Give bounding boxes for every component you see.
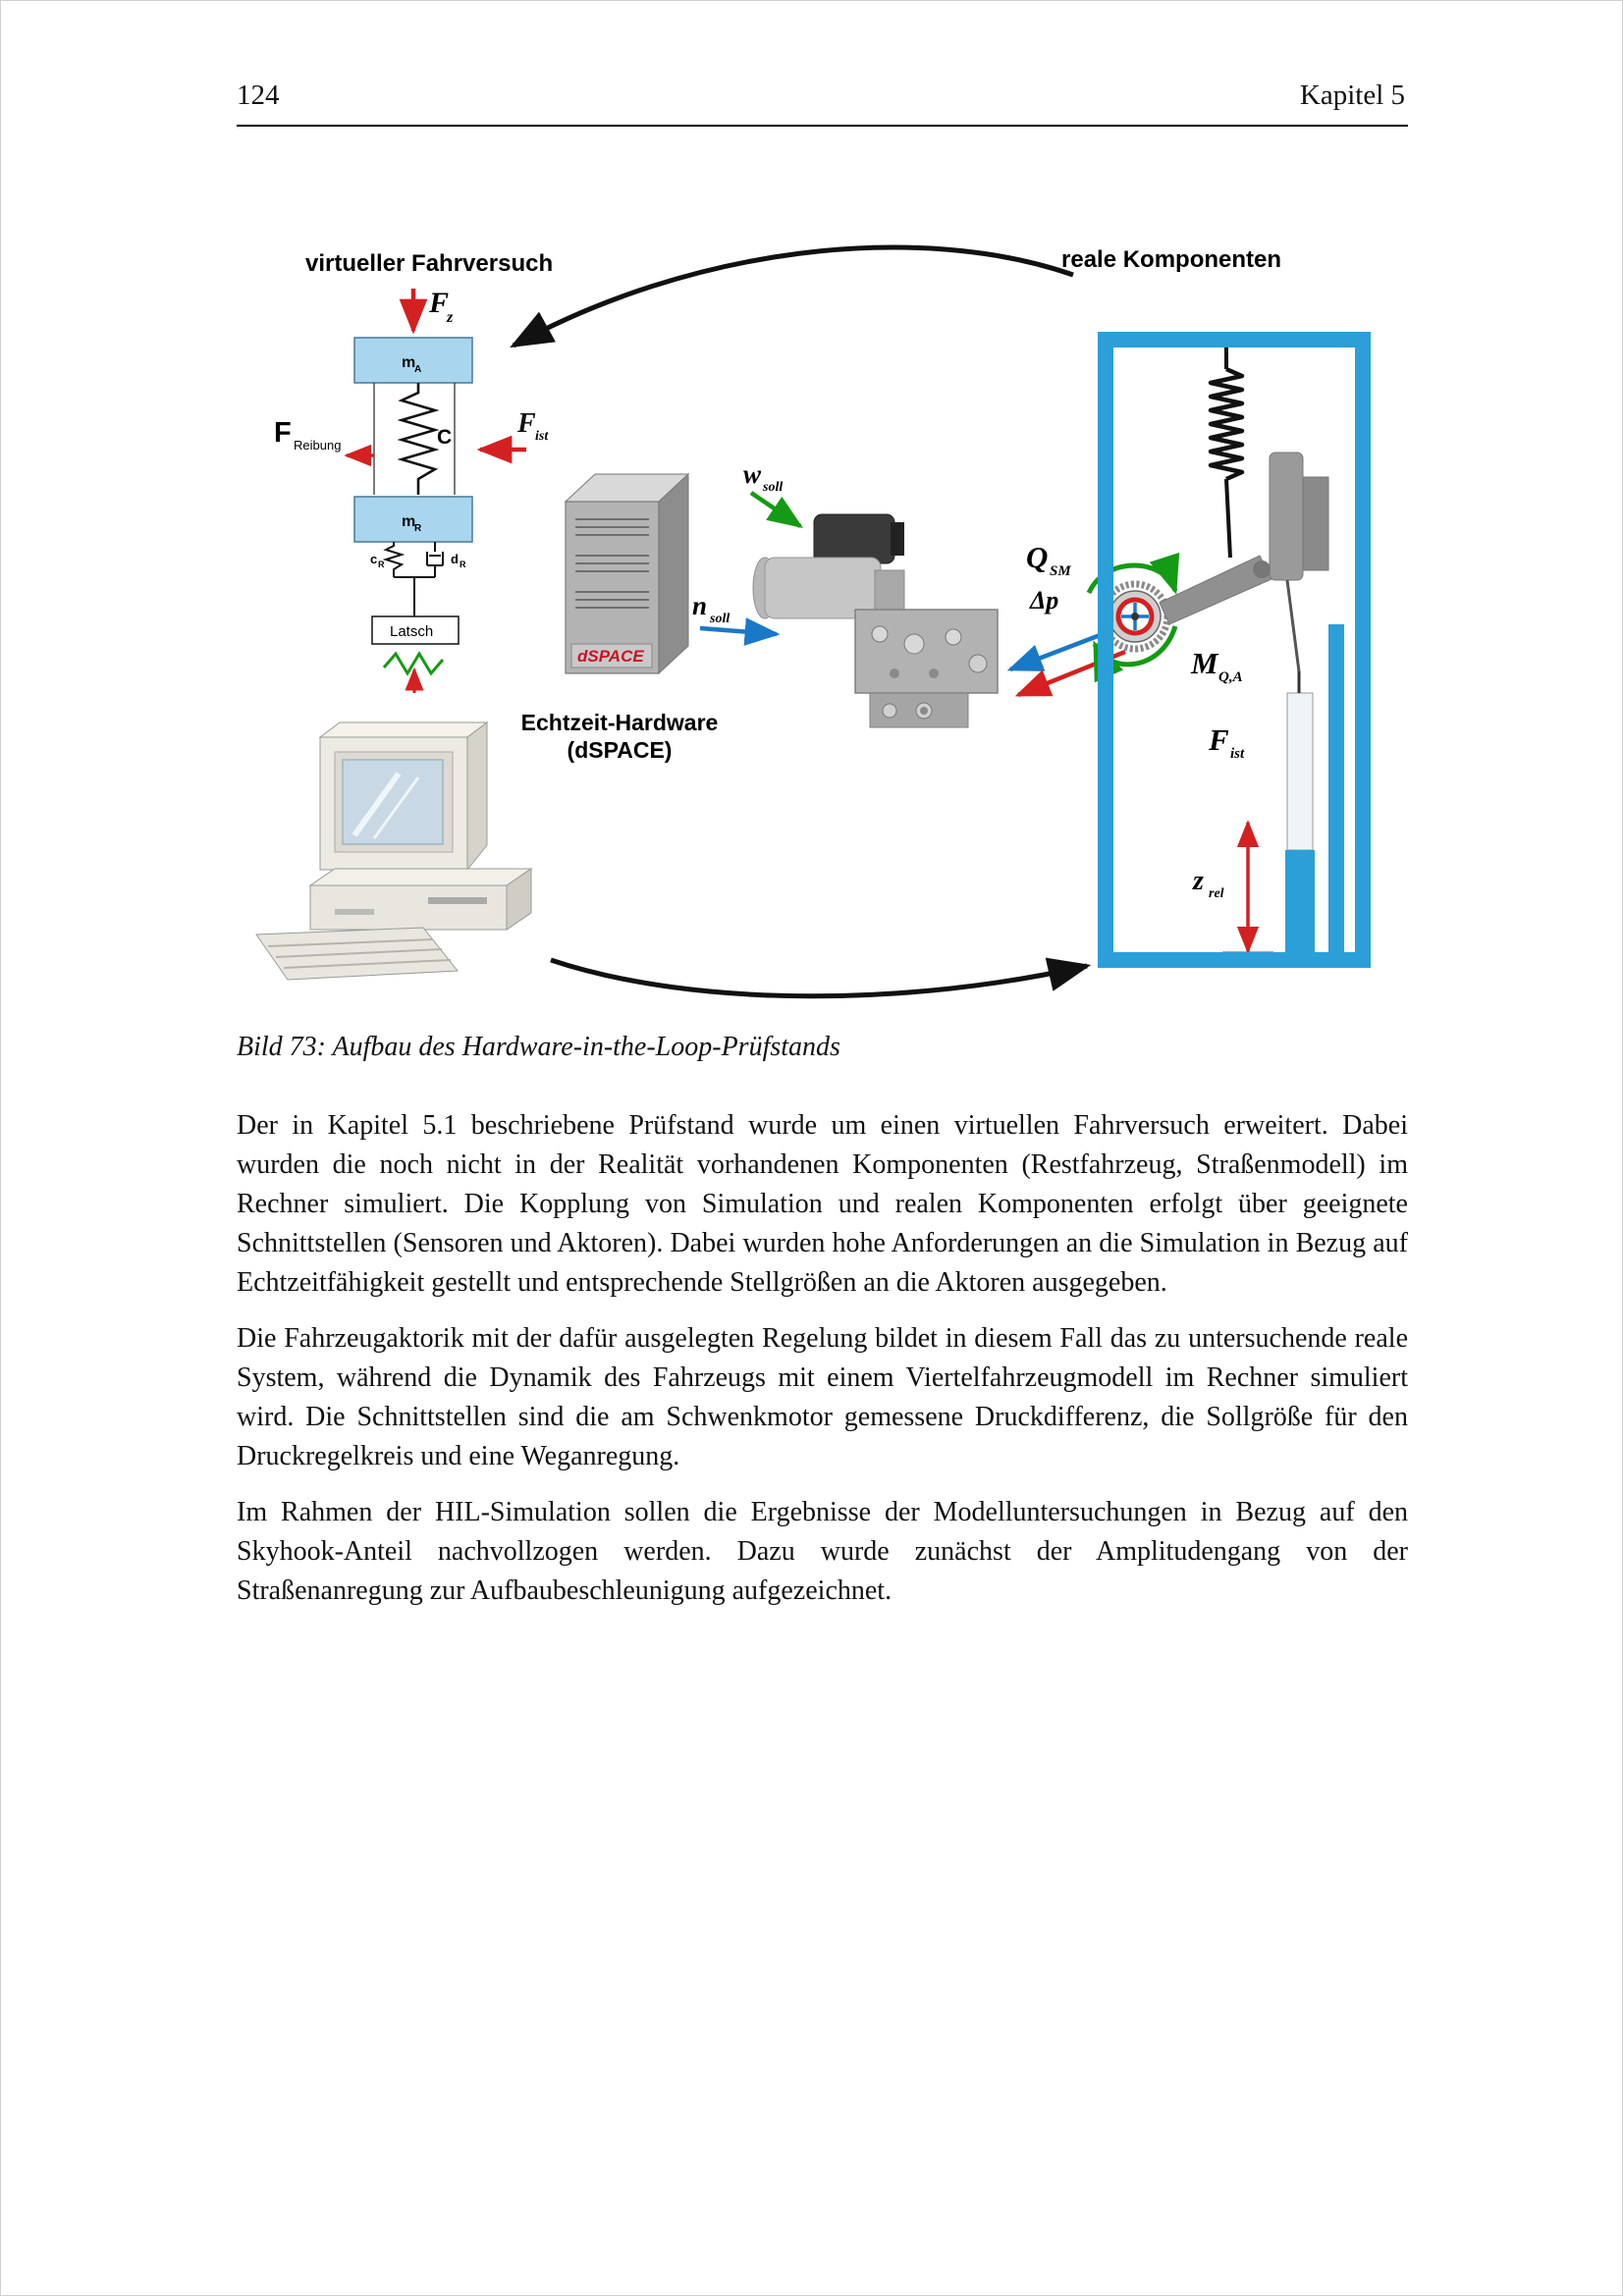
latsch-label: Latsch [390, 623, 433, 640]
fist-right-label: F [1208, 722, 1229, 757]
wheel-mass-box [353, 496, 473, 543]
spring-c-label: C [437, 426, 452, 449]
valve-manifold [854, 609, 999, 694]
zrel-label-sub: rel [1209, 886, 1224, 901]
arrow-computer-to-rig [550, 957, 1092, 999]
qsm-label: Q [1026, 540, 1048, 574]
wsoll-arrow [749, 491, 803, 529]
dr-label-sub: R [460, 560, 466, 569]
rig-coil-spring [1208, 366, 1245, 482]
mqa-label-sub: Q,A [1218, 669, 1243, 685]
damper-lower [1285, 850, 1315, 952]
spring-rod [1224, 478, 1232, 559]
freibung-label-sub: Reibung [294, 438, 341, 453]
rig-frame [1098, 332, 1371, 968]
computer-workstation [255, 721, 533, 981]
mqa-label: M [1190, 646, 1219, 680]
qsm-label-sub: SM [1050, 563, 1071, 579]
header-rule [237, 125, 1408, 127]
fist-right-label-sub: ist [1230, 746, 1245, 762]
cr-label-sub: R [378, 560, 385, 569]
desktop-case [309, 884, 508, 931]
wsoll-label: w [743, 459, 762, 489]
fz-label: F [428, 287, 449, 319]
ma-label: m [402, 354, 415, 371]
fist-left-label: F [516, 408, 536, 439]
real-components-title: reale Komponenten [1061, 246, 1281, 273]
nsoll-label-sub: soll [709, 612, 730, 626]
paragraph-3: Im Rahmen der HIL-Simulation sollen die … [237, 1497, 1408, 1606]
echtzeit-caption-line2: (dSPACE) [568, 737, 673, 763]
road-excitation-wave [382, 651, 445, 676]
chapter-label: Kapitel 5 [1299, 80, 1405, 111]
figure-caption: Bild 73: Aufbau des Hardware-in-the-Loop… [237, 1032, 840, 1062]
body-mass-box [353, 337, 473, 384]
test-rig-frame [1098, 332, 1371, 968]
tire-spring [382, 542, 406, 577]
latsch-box [371, 615, 460, 645]
nsoll-arrow [699, 617, 781, 646]
dspace-hardware: dSPACE Echtzeit-Hardware (dSPACE) [521, 472, 719, 763]
suspension-spring [397, 383, 440, 495]
coupling-arrows [510, 244, 1092, 999]
rotation-arrow-top [1086, 552, 1180, 595]
electric-motor [813, 513, 895, 564]
dspace-logo: dSPACE [577, 647, 644, 666]
lever-arm [1159, 555, 1272, 625]
nsoll-label: n [692, 591, 707, 620]
fz-label-sub: z [446, 309, 454, 326]
wsoll-label-sub: soll [762, 480, 783, 495]
rig-inner-rail [1328, 624, 1344, 952]
delta-p-label: Δp [1029, 586, 1058, 614]
fist-left-label-sub: ist [535, 429, 549, 444]
body-text: Der in Kapitel 5.1 beschriebene Prüfstan… [237, 1106, 1408, 1628]
cr-label: c [370, 552, 377, 566]
mount-plate [1269, 452, 1304, 581]
dr-label: d [451, 552, 459, 566]
echtzeit-caption-line1: Echtzeit-Hardware [521, 710, 719, 735]
ma-label-sub: A [414, 364, 421, 375]
vent-slots [575, 518, 649, 609]
page-number: 124 [237, 80, 280, 111]
arrow-real-to-virtual [510, 244, 1074, 348]
paragraph-2: Die Fahrzeugaktorik mit der dafür ausgel… [237, 1323, 1408, 1471]
damper-cylinder [1286, 692, 1314, 851]
mr-label: m [402, 513, 415, 530]
mr-label-sub: R [414, 523, 422, 534]
virtual-test-title: virtueller Fahrversuch [305, 250, 553, 277]
quarter-car-model: F z m A C F Reibung F ist [274, 287, 549, 693]
hydraulic-actuator-unit [752, 513, 999, 728]
tire-damper [426, 542, 444, 577]
paragraph-1: Der in Kapitel 5.1 beschriebene Prüfstan… [237, 1110, 1408, 1298]
zrel-label: z [1192, 866, 1204, 896]
figure-diagram: virtueller Fahrversuch reale Komponenten… [227, 232, 1425, 1017]
freibung-label: F [274, 417, 292, 449]
